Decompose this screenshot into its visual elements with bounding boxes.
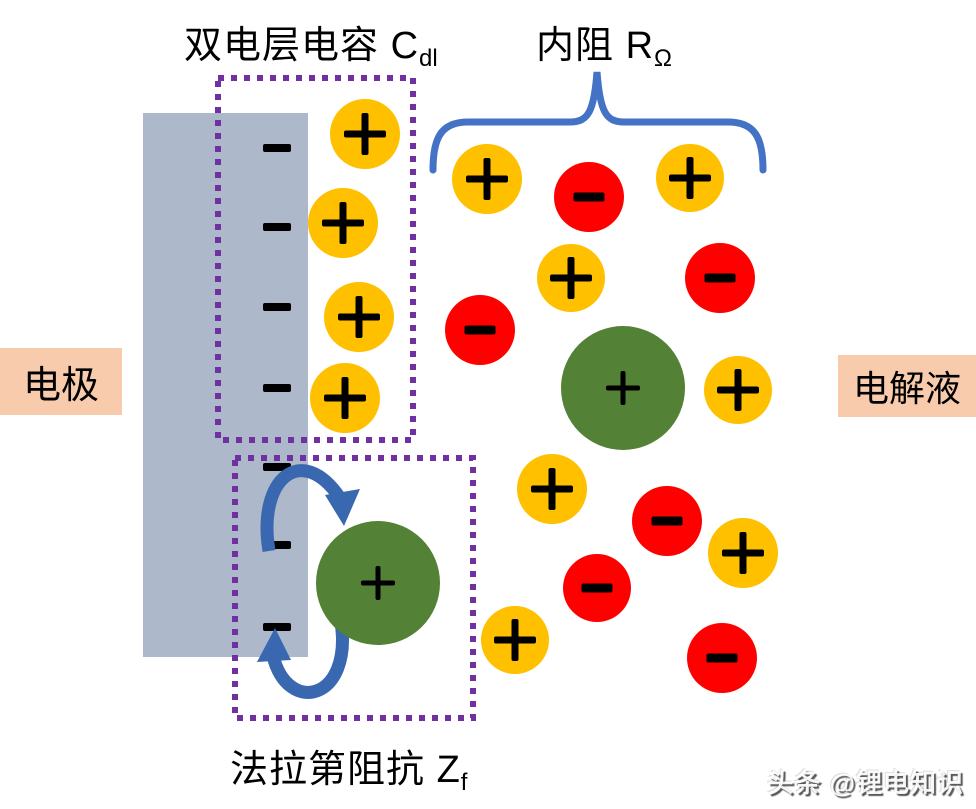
faradaic-label: 法拉第阻抗 [230,749,426,791]
minus-sign [704,273,736,283]
faradaic-symbol: Z [436,749,461,791]
electrolyte-label: 电解液 [838,355,976,417]
anion-ion [554,162,624,232]
plus-sign [722,549,764,557]
minus-sign [573,192,605,202]
minus-sign [464,325,496,335]
internal-resistance-label: 内阻 [536,25,615,67]
cation-ion [330,99,400,169]
plus-sign-vertical [341,377,349,419]
double-layer-symbol: C [390,25,420,67]
curly-brace-icon [429,71,767,174]
double-layer-title: 双电层电容 Cdl [184,14,438,73]
cation-ion [708,518,778,588]
faradaic-title: 法拉第阻抗 Zf [230,738,467,797]
plus-sign-vertical [734,369,742,411]
plus-sign-vertical [686,157,694,199]
plus-sign-vertical [375,566,381,600]
plus-sign [466,175,508,183]
minus-sign [581,583,613,593]
plus-sign [669,174,711,182]
cation-ion [308,188,378,258]
minus-sign [706,653,738,663]
plus-sign [338,313,380,321]
plus-sign-vertical [355,296,363,338]
plus-sign [531,485,573,493]
plus-sign-vertical [483,158,491,200]
cation-ion [537,244,605,312]
cation-ion [656,144,724,212]
plus-sign [324,394,366,402]
anion-ion [687,623,757,693]
plus-sign-vertical [567,257,575,299]
plus-sign-vertical [361,113,369,155]
solvated-ion [316,521,440,645]
arrowhead-down-icon [325,489,360,526]
plus-sign-vertical [739,532,747,574]
cation-ion [310,363,380,433]
plus-sign [344,130,386,138]
plus-sign [606,385,640,391]
plus-sign-vertical [620,371,626,405]
anion-ion [445,295,515,365]
watermark: 头条 @锂电知识 [767,768,964,798]
electrode-body [143,113,308,657]
plus-sign [322,219,364,227]
internal-resistance-symbol: R [625,25,655,67]
plus-sign-vertical [339,202,347,244]
cation-ion [517,454,587,524]
cation-ion [324,282,394,352]
solvated-ion [561,326,685,450]
double-layer-label: 双电层电容 [184,25,380,67]
electrode-label: 电极 [0,348,122,415]
plus-sign-vertical [548,468,556,510]
cation-ion [452,144,522,214]
double-layer-subscript: dl [419,45,438,72]
cation-ion [704,356,772,424]
cation-ion [481,606,549,674]
plus-sign [550,274,592,282]
internal-resistance-subscript: Ω [654,45,672,72]
anion-ion [685,243,755,313]
plus-sign [494,636,536,644]
anion-ion [632,486,702,556]
minus-sign [651,516,683,526]
anion-ion [563,554,631,622]
faradaic-subscript: f [460,769,468,796]
plus-sign-vertical [511,619,519,661]
plus-sign [361,580,395,586]
plus-sign [717,386,759,394]
internal-resistance-title: 内阻 RΩ [536,14,672,73]
